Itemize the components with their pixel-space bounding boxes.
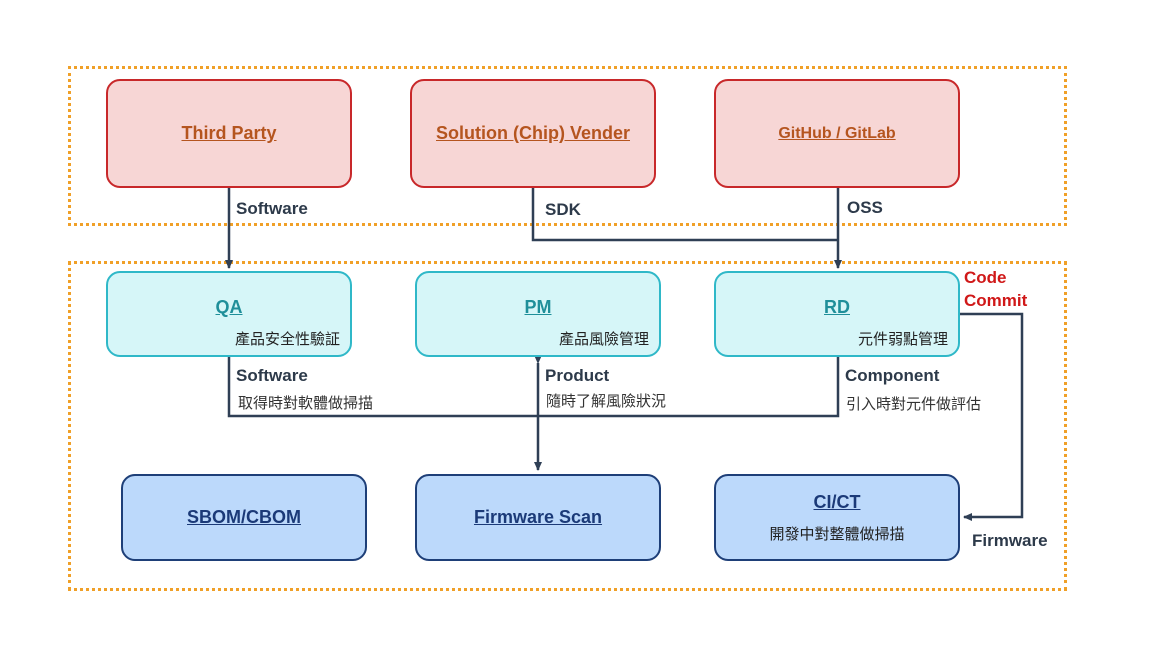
sbom-box: SBOM/CBOM <box>121 474 367 561</box>
sbom-title: SBOM/CBOM <box>187 507 301 527</box>
oss-label: OSS <box>847 198 883 217</box>
pm-subtitle: 產品風險管理 <box>558 330 649 348</box>
qa-box: QA 產品安全性驗証 <box>106 271 352 357</box>
github-gitlab-title: GitHub / GitLab <box>778 124 896 142</box>
qa-to-bar-line <box>227 357 840 418</box>
pm-title: PM <box>524 296 552 317</box>
firmware-scan-box: Firmware Scan <box>415 474 661 561</box>
chip-vendor-title: Solution (Chip) Vender <box>436 123 630 143</box>
rd-box: RD 元件弱點管理 <box>714 271 960 357</box>
third-party-title: Third Party <box>181 123 277 143</box>
code-commit-label-1: Code <box>964 268 1007 287</box>
software-in-label: Software <box>236 199 308 218</box>
rd-title: RD <box>824 296 850 317</box>
chip-vendor-box: Solution (Chip) Vender <box>410 79 656 188</box>
qa-software-note: 取得時對軟體做掃描 <box>238 394 374 412</box>
cict-box: CI/CT 開發中對整體做掃描 <box>714 474 960 561</box>
pm-product-label: Product <box>545 366 610 385</box>
rd-subtitle: 元件弱點管理 <box>857 330 948 348</box>
cict-subtitle: 開發中對整體做掃描 <box>769 524 905 543</box>
firmware-scan-title: Firmware Scan <box>473 507 603 527</box>
cict-title: CI/CT <box>813 491 861 512</box>
sdk-flow-line <box>531 188 838 242</box>
qa-title: QA <box>215 296 243 317</box>
firmware-label: Firmware <box>972 531 1048 550</box>
pm-product-note: 隨時了解風險狀況 <box>546 392 667 410</box>
code-commit-line <box>960 312 1024 521</box>
github-gitlab-box: GitHub / GitLab <box>714 79 960 188</box>
pm-box: PM 產品風險管理 <box>415 271 661 357</box>
external-sources-group <box>68 66 1067 226</box>
rd-component-label: Component <box>845 366 940 385</box>
internal-process-group <box>68 261 1067 591</box>
qa-subtitle: 產品安全性驗証 <box>234 330 340 348</box>
sdk-label: SDK <box>545 200 581 219</box>
rd-component-note: 引入時對元件做評估 <box>846 395 982 413</box>
third-party-box: Third Party <box>106 79 352 188</box>
code-commit-label-2: Commit <box>964 291 1028 310</box>
qa-software-label: Software <box>236 366 308 385</box>
